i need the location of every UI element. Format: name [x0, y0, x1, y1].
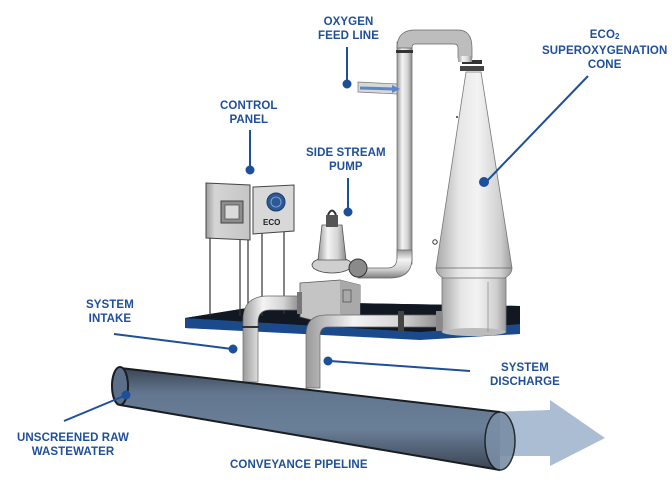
label-side-stream-pump: SIDE STREAM PUMP — [306, 146, 386, 174]
leader-cone — [479, 75, 589, 187]
leader-side-stream-pump — [343, 178, 353, 217]
leader-unscreened-raw-wastewater — [63, 390, 131, 422]
conveyance-pipeline — [111, 366, 516, 471]
label-line: SIDE STREAM — [306, 147, 386, 159]
oxygen-loop-pipe — [357, 29, 484, 279]
leader-lines — [63, 47, 589, 422]
label-oxygen-feed-line: OXYGEN FEED LINE — [318, 15, 379, 43]
label-system-intake: SYSTEM INTAKE — [86, 298, 134, 326]
flow-direction-arrow — [490, 400, 605, 466]
panel-brand-text: ECO — [263, 218, 280, 227]
subscript: 2 — [615, 32, 620, 41]
intake-pipe — [242, 292, 302, 383]
label-line: WASTEWATER — [31, 446, 115, 458]
label-line: UNSCREENED RAW — [17, 432, 129, 444]
label-line: INTAKE — [88, 313, 132, 325]
discharge-pipe — [305, 311, 443, 389]
label-line: FEED LINE — [318, 30, 379, 42]
leader-system-discharge — [323, 356, 471, 372]
label-control-panel: CONTROL PANEL — [220, 99, 278, 127]
label-line: SYSTEM — [86, 299, 134, 311]
label-line: CONTROL — [220, 100, 278, 112]
label-line: OXYGEN — [323, 16, 374, 28]
superoxygenation-cone — [432, 71, 513, 336]
control-panel: ECO — [205, 182, 295, 241]
label-line: CONE — [587, 59, 622, 71]
label-line: SYSTEM — [501, 362, 549, 374]
leader-control-panel — [245, 130, 255, 175]
label-eco2-superoxygenation-cone: ECO2 SUPEROXYGENATION CONE — [542, 28, 667, 72]
label-system-discharge: SYSTEM DISCHARGE — [490, 361, 560, 389]
label-text: ECO — [589, 29, 616, 41]
label-line: PANEL — [229, 114, 269, 126]
label-line: SUPEROXYGENATION — [542, 45, 668, 57]
side-stream-pump — [299, 209, 368, 323]
label-line: PUMP — [329, 161, 363, 173]
label-unscreened-raw-wastewater: UNSCREENED RAW WASTEWATER — [17, 431, 129, 459]
label-conveyance-pipeline: CONVEYANCE PIPELINE — [230, 459, 368, 471]
oxygen-feed-stub — [357, 81, 400, 95]
label-line: DISCHARGE — [490, 376, 560, 388]
label-line: ECO2 — [542, 28, 667, 44]
leader-system-intake — [113, 333, 238, 354]
leader-oxygen-feed-line — [342, 47, 352, 89]
